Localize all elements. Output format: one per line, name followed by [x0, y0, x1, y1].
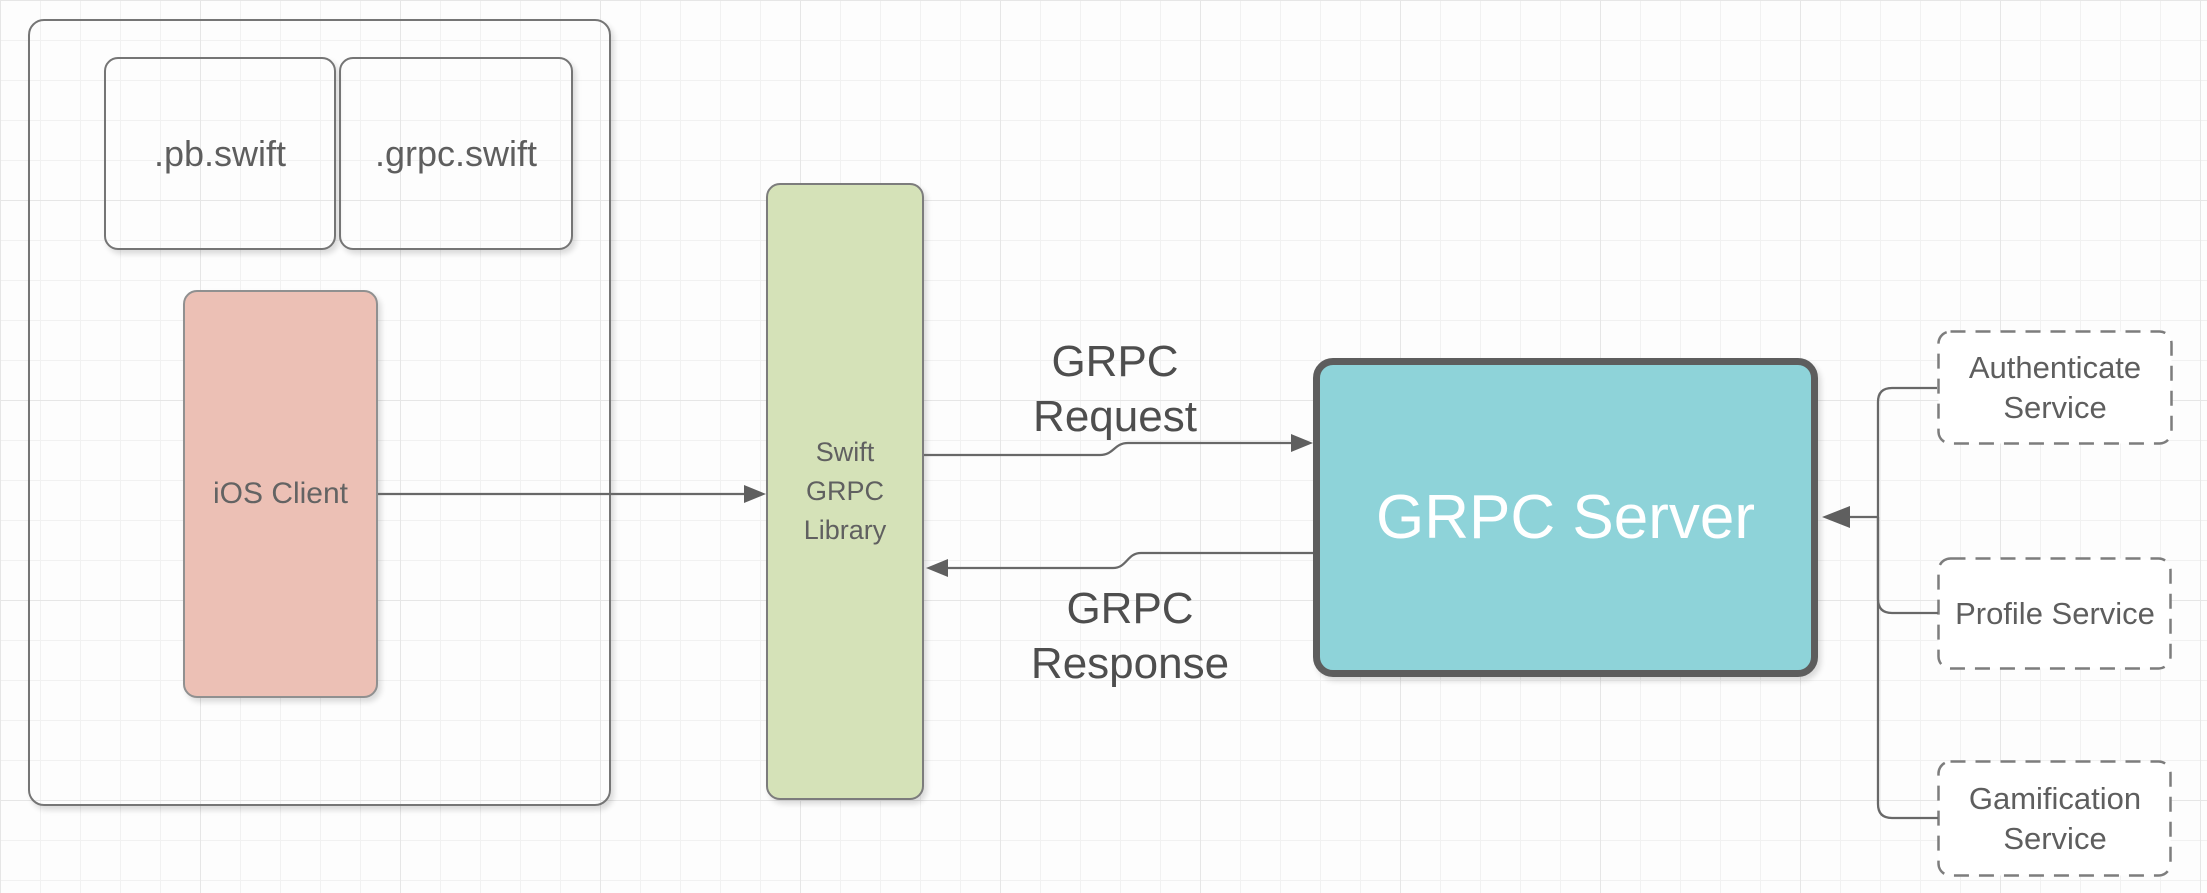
grpc-swift-label: .grpc.swift [374, 132, 538, 174]
client-group-box[interactable] [28, 19, 611, 806]
services-to-server-connector[interactable] [1822, 386, 1938, 820]
authenticate-service-label: Authenticate Service [1968, 349, 2142, 425]
pb-swift-label: .pb.swift [153, 132, 287, 174]
dashed-border [1937, 557, 2172, 670]
grpc-server-node[interactable]: GRPC Server [1313, 358, 1818, 677]
dashed-border [1937, 330, 2173, 445]
profile-service-node[interactable]: Profile Service [1937, 557, 2173, 670]
grpc-swift-file-node[interactable]: .grpc.swift [339, 57, 573, 250]
swift-grpc-library-label: Swift GRPC Library [803, 437, 887, 545]
gamification-service-node[interactable]: Gamification Service [1937, 760, 2173, 877]
authenticate-service-node[interactable]: Authenticate Service [1937, 330, 2173, 445]
arrowhead-left-icon [926, 559, 948, 577]
grpc-request-label[interactable]: GRPC Request [1033, 337, 1197, 441]
arrowhead-left-icon [1822, 506, 1850, 528]
ios-client-node[interactable]: iOS Client [183, 290, 378, 698]
arrowhead-right-icon [1291, 434, 1313, 452]
grpc-response-connector[interactable] [926, 551, 1313, 577]
pb-swift-file-node[interactable]: .pb.swift [104, 57, 336, 250]
grpc-server-label: GRPC Server [1376, 483, 1755, 552]
dashed-border [1937, 760, 2172, 877]
ios-client-label: iOS Client [212, 477, 349, 510]
swift-grpc-library-node[interactable]: Swift GRPC Library [766, 183, 924, 800]
grpc-response-label[interactable]: GRPC Response [1030, 584, 1230, 688]
profile-service-label: Profile Service [1955, 595, 2155, 631]
arrowhead-right-icon [744, 485, 766, 503]
gamification-service-label: Gamification Service [1968, 780, 2142, 856]
